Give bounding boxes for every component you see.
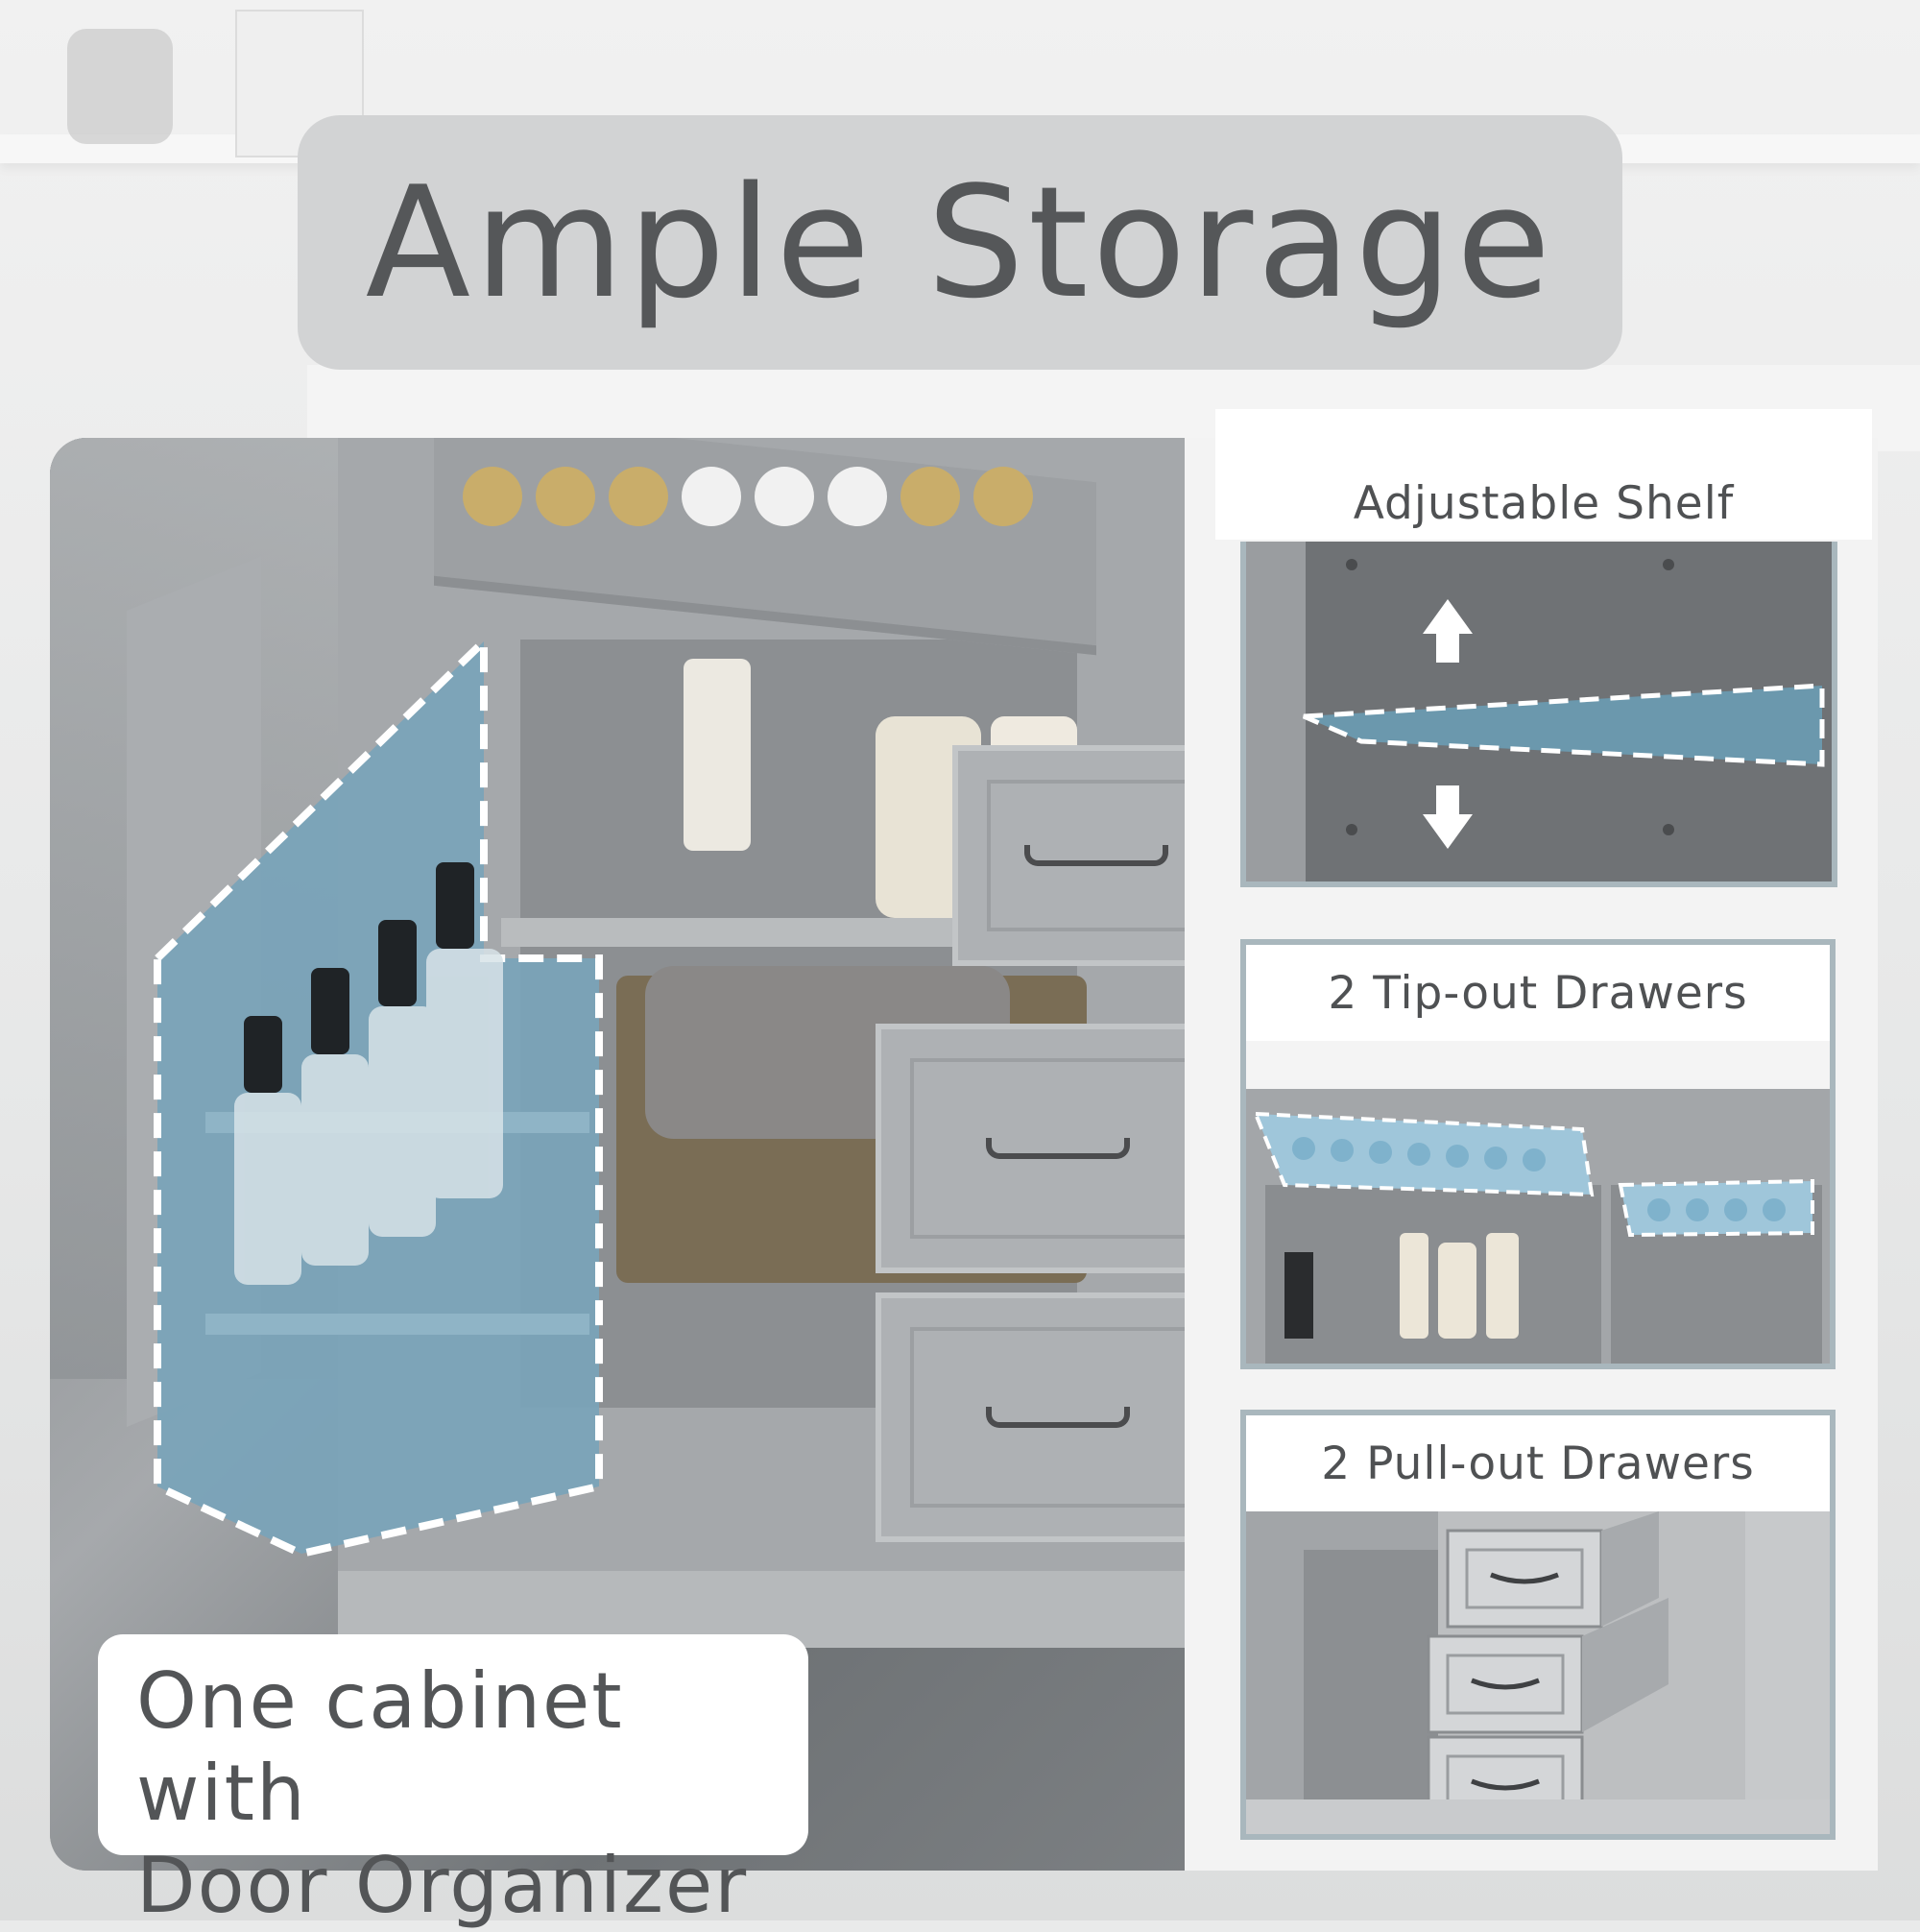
drawer-handle bbox=[1024, 845, 1168, 866]
bottle-cap bbox=[682, 467, 741, 526]
pull-out-drawers-photo bbox=[1246, 1511, 1830, 1834]
bottle-cap bbox=[755, 467, 814, 526]
tip-out-drawers-panel: 2 Tip-out Drawers bbox=[1240, 939, 1836, 1369]
pull-out-drawers-panel: 2 Pull-out Drawers bbox=[1240, 1410, 1836, 1840]
title-banner: Ample Storage bbox=[298, 115, 1622, 370]
bottle-cap bbox=[973, 467, 1033, 526]
pull-out-drawer bbox=[876, 1024, 1240, 1273]
caption-line-1: One cabinet with bbox=[136, 1656, 624, 1838]
pull-out-drawers-illustration bbox=[1246, 1511, 1830, 1834]
bottle-cap bbox=[609, 467, 668, 526]
caption-line-2: Door Organizer bbox=[136, 1841, 749, 1930]
adjustable-shelf-header: Adjustable Shelf bbox=[1215, 409, 1872, 540]
background-vase bbox=[67, 29, 173, 144]
panel-title-adjustable-shelf: Adjustable Shelf bbox=[1353, 477, 1735, 530]
tip-out-drawers-illustration bbox=[1246, 1041, 1830, 1364]
cabinet-side-wall bbox=[1246, 542, 1306, 881]
panel-title-pull-out-drawers: 2 Pull-out Drawers bbox=[1321, 1437, 1755, 1490]
bottle-cap bbox=[828, 467, 887, 526]
door-organizer-highlight bbox=[154, 632, 603, 1558]
drawer-handle bbox=[986, 1407, 1130, 1428]
bottle-cap bbox=[900, 467, 960, 526]
pull-out-drawer bbox=[876, 1292, 1240, 1542]
bottle-cap bbox=[536, 467, 595, 526]
bottle-cap bbox=[463, 467, 522, 526]
drawer-handle bbox=[986, 1138, 1130, 1159]
caption-box: One cabinet with Door Organizer bbox=[98, 1634, 808, 1930]
tip-out-drawer-bottles bbox=[463, 467, 1077, 543]
page-title: Ample Storage bbox=[365, 153, 1555, 332]
bottle bbox=[684, 659, 751, 851]
adjustable-shelf-panel bbox=[1240, 542, 1837, 887]
arrow-up-icon bbox=[1423, 599, 1473, 663]
panel-title-tip-out-drawers: 2 Tip-out Drawers bbox=[1328, 966, 1748, 1020]
tip-out-drawers-photo bbox=[1246, 1041, 1830, 1364]
panel-label-area: 2 Tip-out Drawers bbox=[1246, 945, 1830, 1041]
shelf-diagram bbox=[1303, 559, 1825, 849]
arrow-down-icon bbox=[1423, 785, 1473, 849]
panel-label-area: 2 Pull-out Drawers bbox=[1246, 1415, 1830, 1511]
